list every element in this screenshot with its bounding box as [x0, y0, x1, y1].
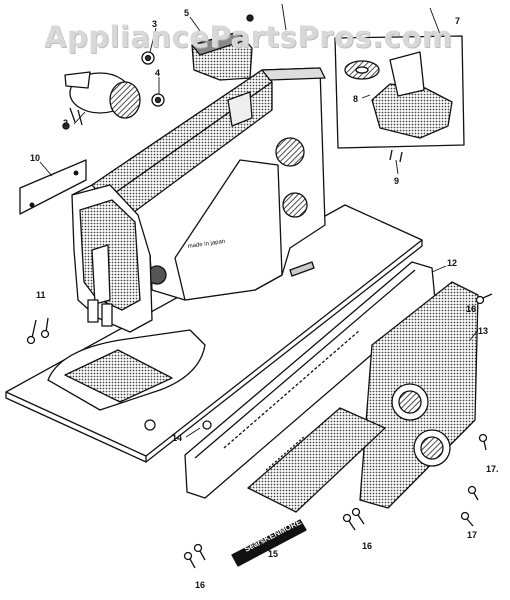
cover-13 — [359, 281, 479, 509]
callout-15: 15 — [268, 549, 279, 559]
inset-box — [334, 35, 465, 163]
callout-2: 2 — [63, 118, 69, 128]
leader-lines — [39, 3, 479, 553]
callout-11: 11 — [36, 290, 46, 300]
motor — [62, 71, 141, 130]
callout-8: 8 — [353, 94, 359, 104]
screws-16-17 — [183, 293, 493, 569]
callout-12: 12 — [447, 258, 458, 268]
panel-10 — [19, 159, 87, 215]
lower-plate — [247, 407, 386, 513]
callout-4: 4 — [155, 68, 161, 78]
callout-10: 10 — [30, 153, 41, 163]
callout-17-lower: 17 — [467, 530, 478, 540]
part-5-block — [191, 14, 254, 81]
callout-16-middle: 16 — [362, 541, 373, 551]
machine-head — [71, 184, 153, 333]
callout-13: 13 — [478, 326, 489, 336]
callout-3: 3 — [152, 19, 158, 29]
callout-14: 14 — [172, 433, 183, 443]
callout-16-bottom: 16 — [195, 580, 206, 590]
screws-11 — [26, 317, 50, 345]
made-in-japan-label: made in japan — [187, 239, 225, 250]
callout-9: 9 — [394, 176, 400, 186]
small-parts-3-4 — [141, 51, 165, 107]
watermark-text: AppliancePartsPros.com — [44, 20, 453, 54]
callout-5: 5 — [184, 8, 190, 18]
callout-16-top: 16 — [466, 304, 477, 314]
callout-17-upper: 17. — [486, 464, 499, 474]
callout-7: 7 — [455, 16, 461, 26]
